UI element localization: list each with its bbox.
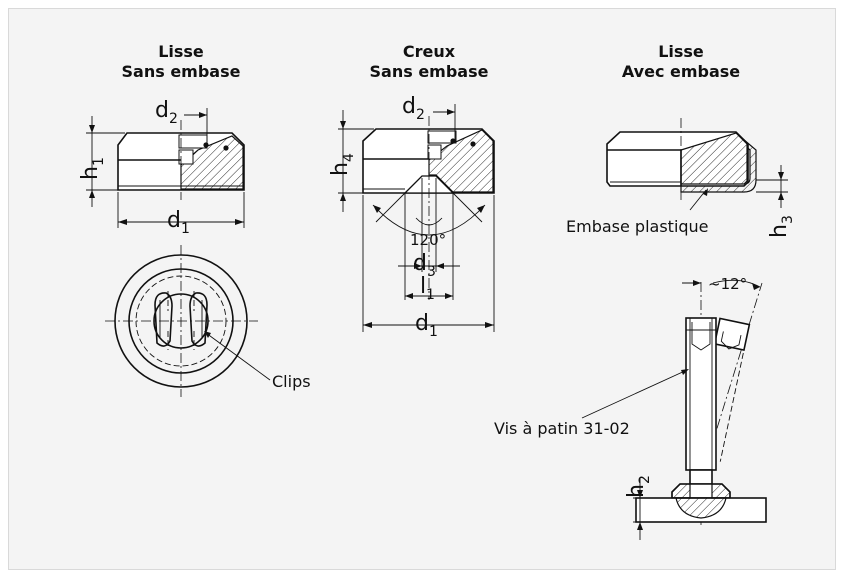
lisse-sans-top-view <box>105 245 258 397</box>
title-lisse-sans-2: Sans embase <box>122 62 241 81</box>
d2-subscript-2: 2 <box>416 107 425 123</box>
h4-subscript: 4 <box>341 153 357 162</box>
dim-h4: h 4 <box>328 110 374 212</box>
dim-d2-v1: d 2 <box>155 98 208 148</box>
embase-callout: Embase plastique <box>566 188 709 236</box>
title-lisse-sans-1: Lisse <box>158 42 204 61</box>
h1-subscript: 1 <box>91 157 107 166</box>
d1-label-2: d <box>415 311 429 336</box>
vis-label: Vis à patin 31-02 <box>494 419 630 438</box>
d1-subscript: 1 <box>181 221 190 237</box>
h2-label: h <box>624 484 649 498</box>
vis-callout: Vis à patin 31-02 <box>494 369 689 438</box>
dim-h1: h 1 <box>78 116 125 207</box>
lisse-avec-section <box>606 118 757 200</box>
dim-h2: h 2 <box>624 475 672 540</box>
d3-subscript: 3 <box>427 264 436 280</box>
h3-subscript: 3 <box>780 215 796 224</box>
angle-label: 120° <box>410 231 446 249</box>
creux-sans-section <box>362 116 495 300</box>
dim-d1-v1: d 1 <box>117 192 245 237</box>
d1-label: d <box>167 208 181 233</box>
dim-d1-v2: d 1 <box>362 195 495 340</box>
embase-label: Embase plastique <box>566 217 709 236</box>
title-creux-sans-1: Creux <box>403 42 456 61</box>
title-lisse-avec-1: Lisse <box>658 42 704 61</box>
clips-label: Clips <box>272 372 311 391</box>
dim-d3: d 3 <box>398 251 460 280</box>
d3-label: d <box>413 251 427 276</box>
h1-label: h <box>78 166 103 180</box>
h2-subscript: 2 <box>637 475 653 484</box>
dim-angle-120: 120° <box>372 178 486 300</box>
l1-subscript: 1 <box>426 287 435 303</box>
h3-label: h <box>767 224 792 238</box>
d2-label: d <box>155 98 169 123</box>
d2-subscript: 2 <box>169 111 178 127</box>
angle-12-label: ~12° <box>708 275 747 293</box>
lisse-sans-section <box>117 120 245 200</box>
dim-l1: l 1 <box>405 274 453 303</box>
dim-h3: h 3 <box>756 165 796 238</box>
h4-label: h <box>328 162 353 176</box>
vis-a-patin: ~12° <box>635 275 767 525</box>
d1-subscript-2: 1 <box>429 324 438 340</box>
title-lisse-avec-2: Avec embase <box>622 62 740 81</box>
title-creux-sans-2: Sans embase <box>370 62 489 81</box>
d2-label-2: d <box>402 94 416 119</box>
l1-label: l <box>420 274 426 299</box>
clips-callout: Clips <box>204 331 311 391</box>
dim-d2-v2: d 2 <box>402 94 456 143</box>
